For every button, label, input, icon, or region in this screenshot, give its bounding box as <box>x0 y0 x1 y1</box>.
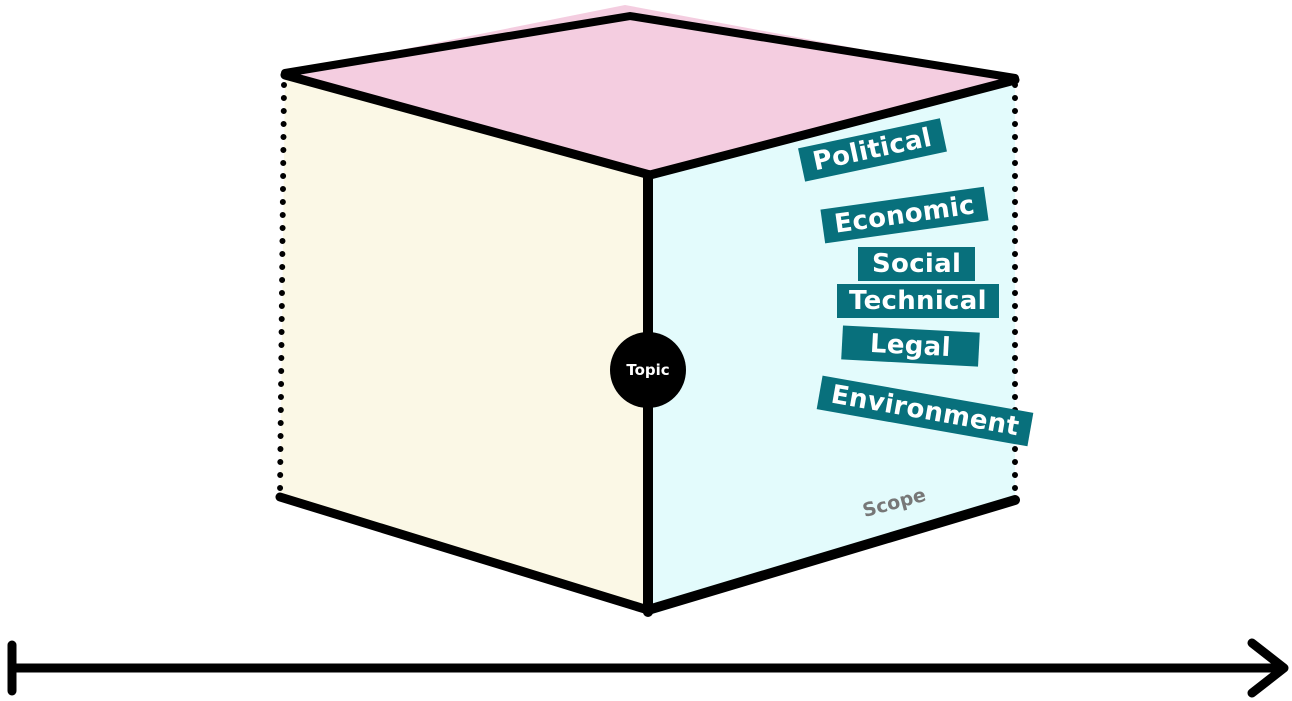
cube-left-face <box>280 73 650 615</box>
cube-top-back-edge <box>281 11 1019 82</box>
cube-bottom-right-edge <box>643 495 1020 615</box>
tag-social: Social <box>858 247 976 281</box>
tag-technical: Technical <box>837 284 999 318</box>
cube-top-left-edge <box>280 70 655 180</box>
timeline-arrow <box>7 638 1289 698</box>
topic-node: Topic <box>610 332 686 408</box>
tag-legal: Legal <box>841 325 980 367</box>
cube-bottom-left-edge <box>275 492 653 615</box>
cube-top-right-edge <box>645 75 1020 180</box>
cube-left-dotted-edge <box>277 82 287 498</box>
